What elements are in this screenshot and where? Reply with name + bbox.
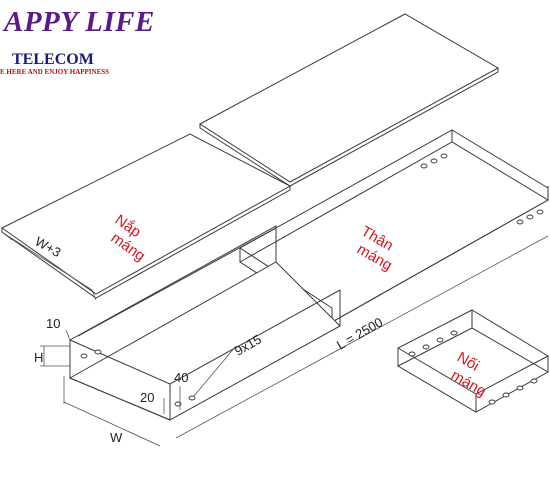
brand-title: APPY LIFE: [4, 6, 155, 38]
dim-length: L = 2500: [334, 314, 385, 352]
brand-subtitle: TELECOM: [12, 51, 94, 68]
dim-flange: 10: [46, 316, 60, 331]
dimension-lines: [40, 235, 549, 447]
label-body: Thân máng: [354, 223, 396, 274]
cover-sheet-front: [1, 133, 292, 301]
brand-slogan: E HERE AND ENJOY HAPPINESS: [0, 68, 110, 76]
brand-logo: APPY LIFE TELECOM E HERE AND ENJOY HAPPI…: [0, 0, 154, 90]
dim-height: H: [34, 350, 43, 365]
dim-width: W: [110, 430, 123, 445]
dim-hole-pitch-1: 20: [140, 390, 154, 405]
tray-body-front: [68, 225, 341, 421]
dim-hole-pitch-2: 40: [174, 370, 188, 385]
tray-joint: [396, 309, 550, 413]
